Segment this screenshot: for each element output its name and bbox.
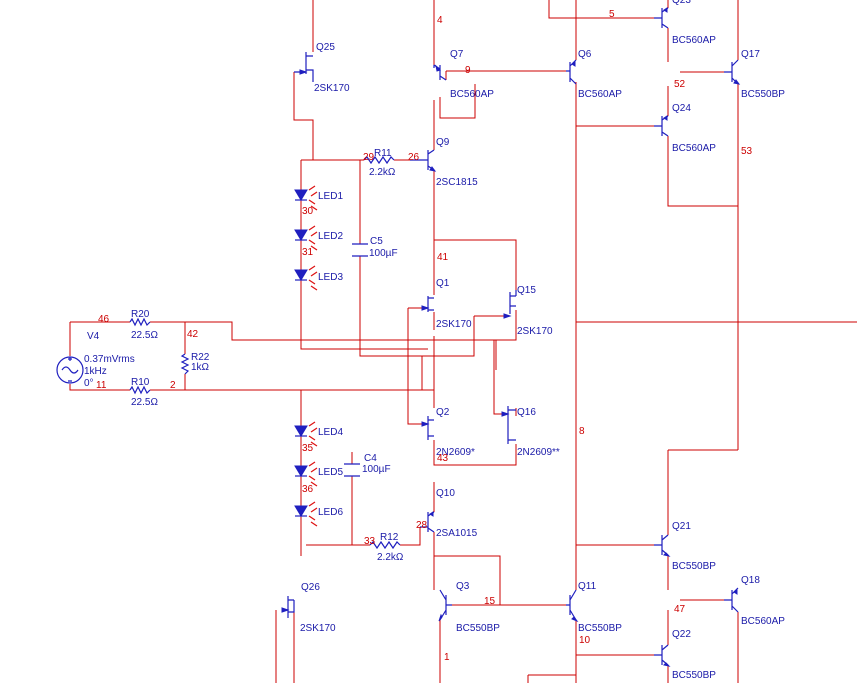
transistor-ref-q24: Q24 (672, 103, 691, 114)
net-labels: 4 5 9 52 53 26 29 30 31 41 46 42 11 2 35 36 43 33 28 15 8 47 1… (96, 9, 753, 663)
net-label-42: 42 (187, 329, 199, 340)
transistor-ref-q10: Q10 (436, 488, 455, 499)
source-amplitude: 0.37mVrms (84, 354, 135, 365)
transistor-ref-q18: Q18 (741, 575, 760, 586)
r22-body (180, 353, 190, 375)
transistor-ref-q26: Q26 (301, 582, 320, 593)
net-label-53: 53 (741, 146, 753, 157)
led-ref-led1: LED1 (318, 191, 343, 202)
transistor-model-q3: BC550BP (456, 623, 500, 634)
net-label-31: 31 (302, 247, 314, 258)
net-label-29: 29 (363, 152, 375, 163)
net-label-11: 11 (96, 380, 107, 391)
capacitor-ref-c4: C4 (364, 453, 377, 464)
led-ref-led4: LED4 (318, 427, 343, 438)
wires (69, 0, 857, 683)
net-label-9: 9 (465, 65, 471, 76)
component-symbols (56, 7, 741, 667)
transistor-ref-q7: Q7 (450, 49, 464, 60)
net-label-46: 46 (98, 314, 110, 325)
led-ref-led2: LED2 (318, 231, 343, 242)
transistor-model-q15: 2SK170 (517, 326, 553, 337)
net-label-26: 26 (408, 152, 420, 163)
transistor-model-q1: 2SK170 (436, 319, 472, 330)
r20-body (129, 317, 151, 327)
resistor-ref-r20: R20 (131, 309, 150, 320)
resistor-ref-r12: R12 (380, 532, 399, 543)
capacitor-ref-c5: C5 (370, 236, 383, 247)
net-label-10: 10 (579, 635, 591, 646)
capacitor-value-c4: 100µF (362, 464, 391, 475)
net-label-41: 41 (437, 252, 449, 263)
transistor-ref-q11: Q11 (578, 581, 597, 592)
net-label-15: 15 (484, 596, 496, 607)
resistor-ref-r11: R11 (374, 148, 392, 159)
resistor-value-r11: 2.2kΩ (369, 167, 396, 178)
transistor-ref-q21: Q21 (672, 521, 691, 532)
transistor-ref-q17: Q17 (741, 49, 760, 60)
net-label-36: 36 (302, 484, 314, 495)
transistor-ref-q3: Q3 (456, 581, 470, 592)
transistor-ref-q15: Q15 (517, 285, 536, 296)
transistor-model-q26: 2SK170 (300, 623, 336, 634)
resistor-ref-r10: R10 (131, 377, 150, 388)
net-label-1: 1 (444, 652, 450, 663)
transistor-model-q25: 2SK170 (314, 83, 350, 94)
transistor-ref-q2: Q2 (436, 407, 450, 418)
transistor-model-q9: 2SC1815 (436, 177, 478, 188)
led-ref-led5: LED5 (318, 467, 343, 478)
r10-body (129, 385, 151, 395)
transistor-model-q11: BC550BP (578, 623, 622, 634)
net-label-8: 8 (579, 426, 585, 437)
net-label-47: 47 (674, 604, 686, 615)
resistor-value-r22: 1kΩ (191, 362, 210, 373)
transistor-model-q18: BC560AP (741, 616, 785, 627)
led-ref-led3: LED3 (318, 272, 343, 283)
transistor-model-q22: BC550BP (672, 670, 716, 681)
source-phase: 0° (84, 378, 94, 389)
net-label-28: 28 (416, 520, 428, 531)
capacitor-value-c5: 100µF (369, 248, 398, 259)
r12-body (369, 540, 401, 550)
net-label-35: 35 (302, 443, 314, 454)
transistor-ref-q16: Q16 (517, 407, 536, 418)
net-label-30: 30 (302, 206, 314, 217)
transistor-model-q21: BC550BP (672, 561, 716, 572)
source-ref: V4 (87, 331, 100, 342)
net-label-4: 4 (437, 15, 443, 26)
transistor-model-q2: 2N2609* (436, 447, 475, 458)
net-label-33: 33 (364, 536, 376, 547)
net-label-43: 43 (437, 453, 449, 464)
net-label-2: 2 (170, 380, 176, 391)
transistor-ref-q22: Q22 (672, 629, 691, 640)
transistor-model-q16: 2N2609** (517, 447, 560, 458)
net-label-5: 5 (609, 9, 615, 20)
transistor-labels: Q252SK170Q7BC560APQ6BC560APQ23BC560APQ17… (300, 0, 785, 681)
resistor-value-r20: 22.5Ω (131, 330, 158, 341)
resistor-value-r12: 2.2kΩ (377, 552, 404, 563)
resistor-ref-r22: R22 (191, 352, 210, 363)
transistor-ref-q25: Q25 (316, 42, 335, 53)
transistor-ref-q23: Q23 (672, 0, 691, 6)
transistor-model-q6: BC560AP (578, 89, 622, 100)
transistor-ref-q1: Q1 (436, 278, 450, 289)
led-ref-led6: LED6 (318, 507, 343, 518)
transistor-model-q10: 2SA1015 (436, 528, 478, 539)
transistor-model-q23: BC560AP (672, 35, 716, 46)
net-label-52: 52 (674, 79, 686, 90)
transistor-model-q7: BC560AP (450, 89, 494, 100)
r11-body (363, 155, 395, 165)
source-frequency: 1kHz (84, 366, 107, 377)
transistor-ref-q9: Q9 (436, 137, 450, 148)
resistor-value-r10: 22.5Ω (131, 397, 158, 408)
transistor-model-q24: BC560AP (672, 143, 716, 154)
transistor-model-q17: BC550BP (741, 89, 785, 100)
transistor-ref-q6: Q6 (578, 49, 592, 60)
